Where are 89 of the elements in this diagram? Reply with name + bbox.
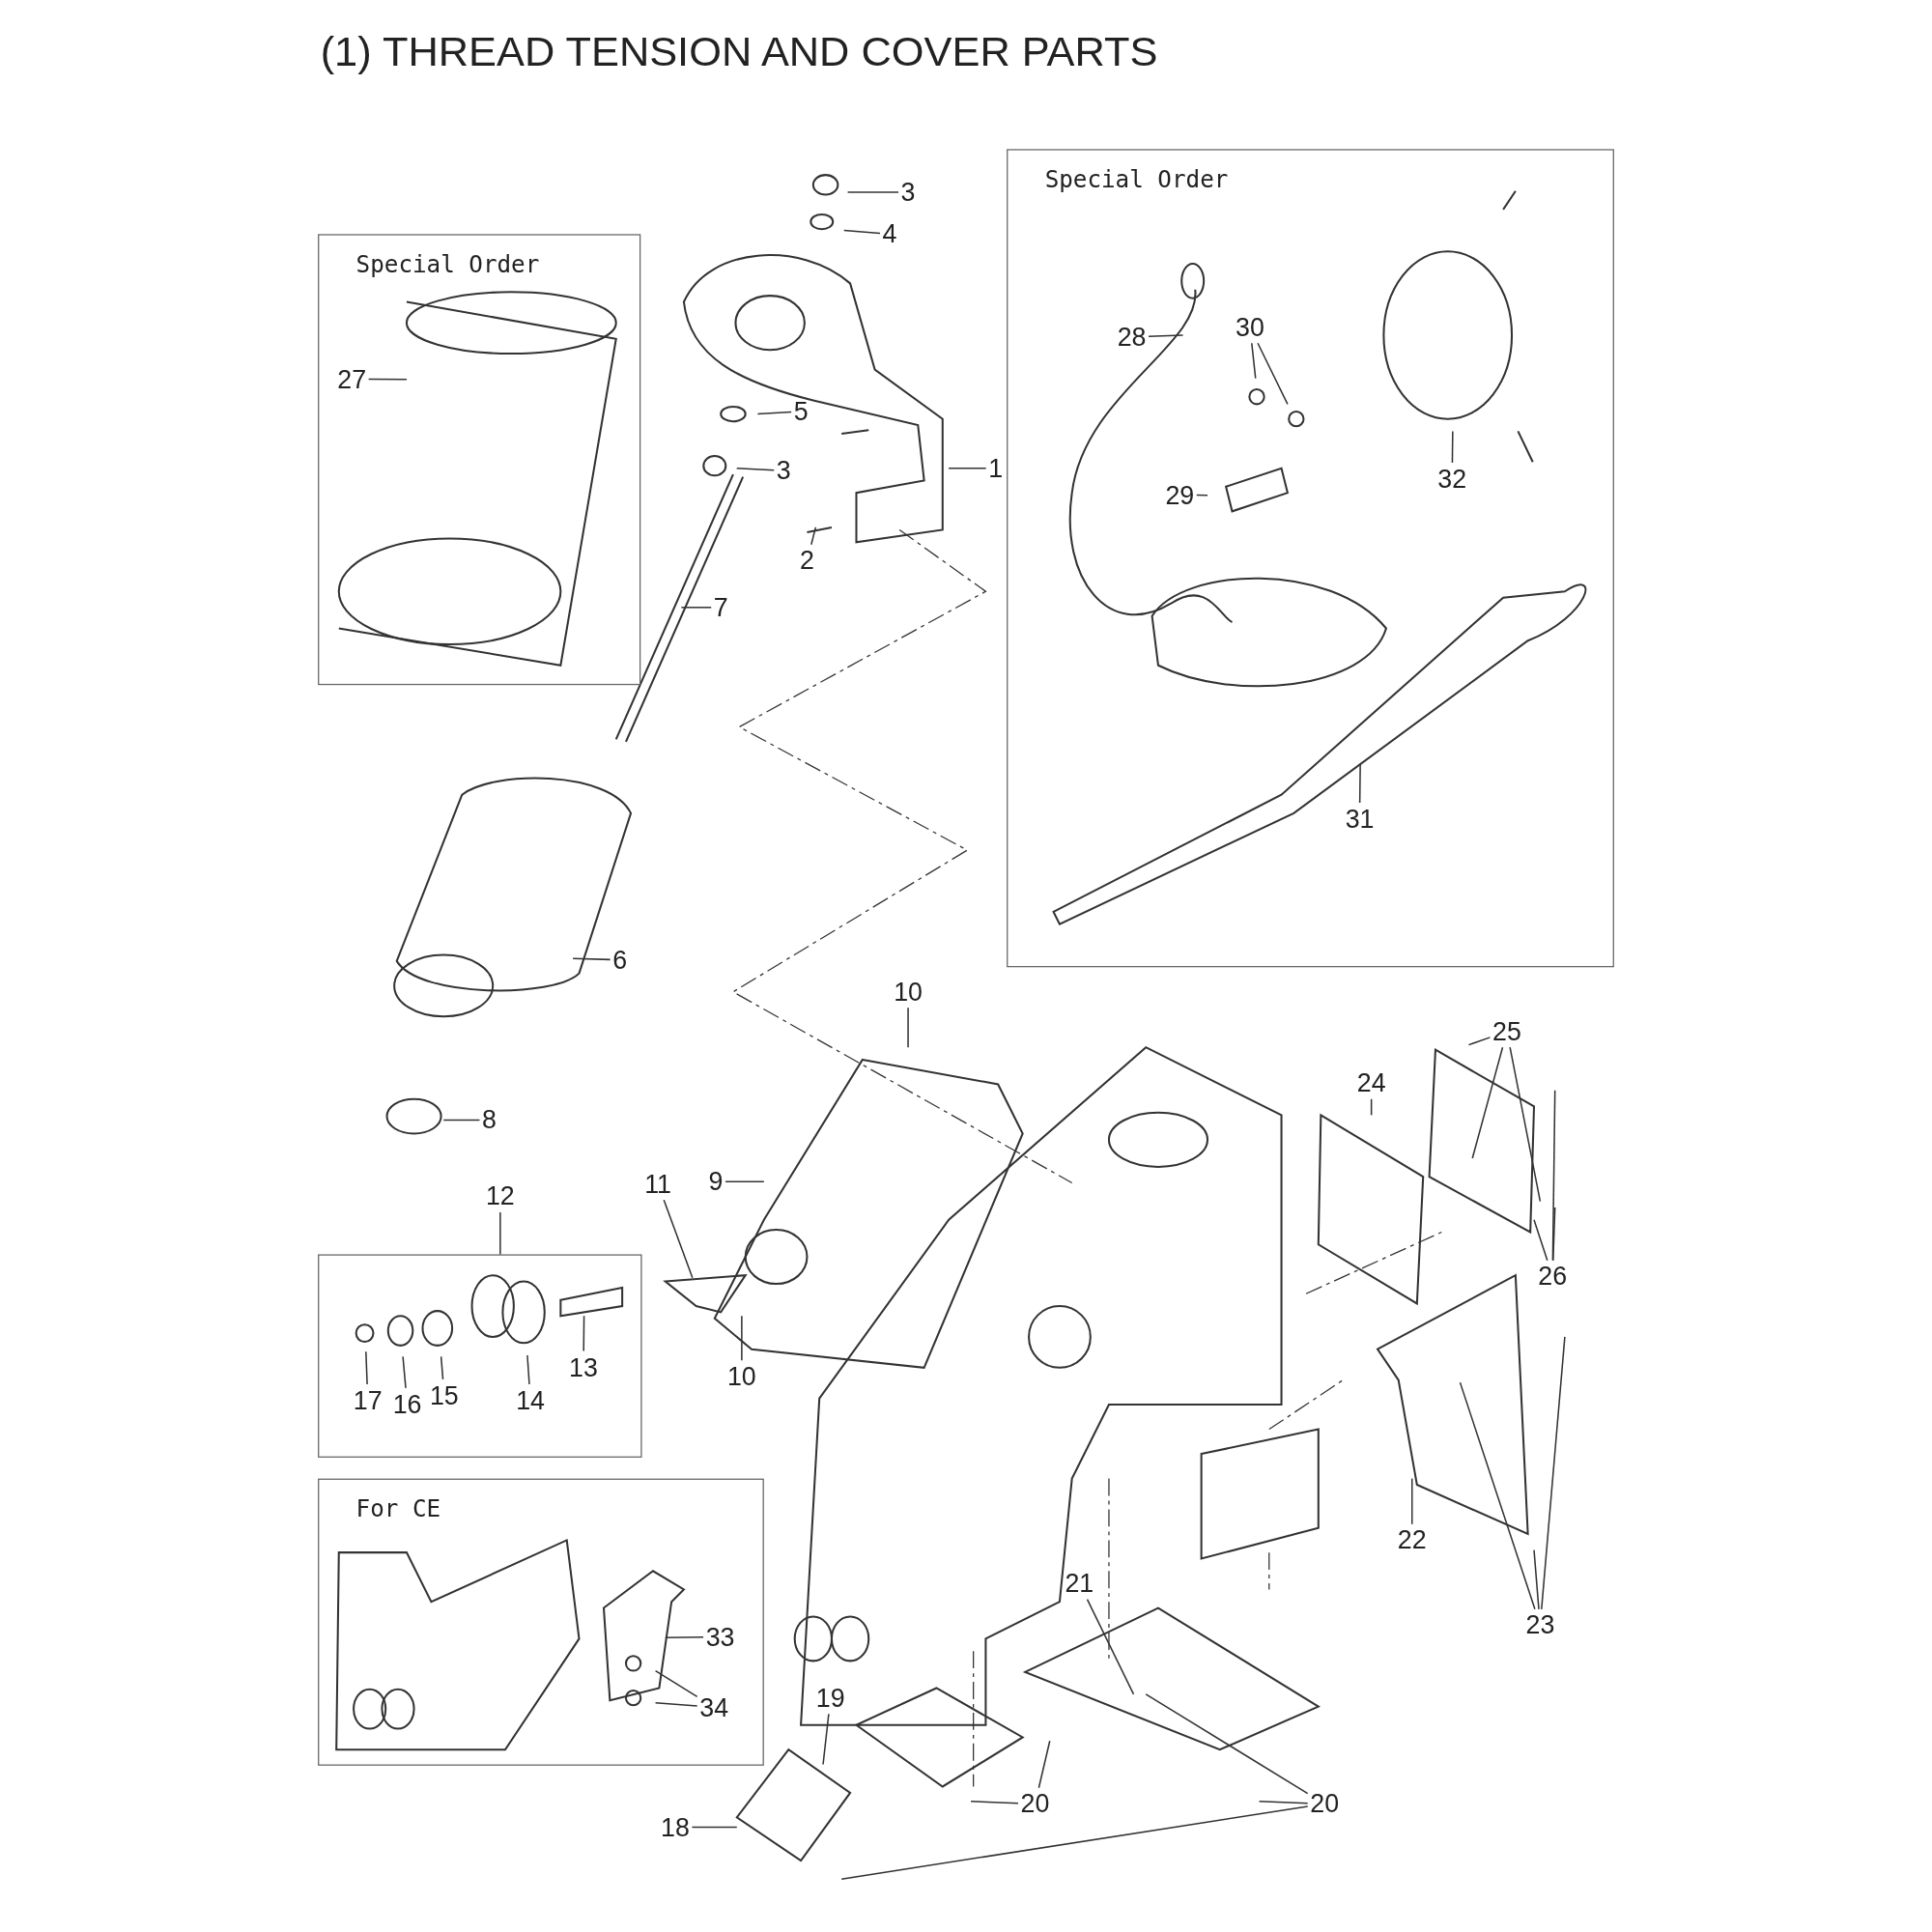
callout-number: 21	[1065, 1570, 1094, 1598]
leader-line	[367, 378, 408, 381]
leader-line	[1410, 1477, 1413, 1525]
leader-line	[1533, 1219, 1548, 1262]
leader-line	[1258, 1801, 1309, 1804]
leader-line	[1467, 1037, 1492, 1046]
callout-number: 6	[612, 946, 628, 974]
callout-number: 33	[705, 1623, 735, 1651]
callout-number: 24	[1356, 1069, 1386, 1097]
leader-line	[1145, 1693, 1309, 1795]
callout-number: 13	[569, 1353, 598, 1381]
leader-line	[1471, 1046, 1504, 1159]
callout-number: 34	[699, 1693, 729, 1721]
callout-number: 7	[713, 593, 728, 621]
callout-number: 25	[1492, 1017, 1521, 1045]
callout-number: 17	[353, 1386, 383, 1414]
callout-number: 9	[708, 1168, 724, 1196]
leader-line	[1257, 342, 1289, 406]
callout-number: 16	[392, 1390, 422, 1418]
group-title: For CE	[355, 1494, 441, 1522]
leader-line	[665, 1636, 704, 1638]
leader-line	[970, 1801, 1019, 1804]
page-title: (1) THREAD TENSION AND COVER PARTS	[320, 27, 1158, 75]
group-title: Special Order	[1044, 164, 1229, 192]
callout-number: 19	[815, 1684, 845, 1712]
callout-number: 31	[1345, 805, 1375, 833]
leader-line	[842, 229, 881, 235]
leader-line	[822, 1713, 830, 1766]
leader-line	[1086, 1598, 1135, 1695]
callout-number: 23	[1525, 1611, 1555, 1639]
callout-number: 15	[429, 1381, 459, 1409]
leader-line	[1451, 430, 1454, 464]
leader-line	[1541, 1336, 1566, 1610]
leader-line	[1037, 1740, 1051, 1789]
leader-line	[663, 1199, 694, 1279]
leader-line	[907, 1007, 909, 1048]
callout-number: 20	[1020, 1790, 1050, 1818]
leader-line	[680, 607, 712, 609]
callout-number: 5	[793, 398, 809, 426]
leader-line	[442, 1119, 481, 1122]
leader-line	[402, 1355, 407, 1389]
callout-number: 10	[726, 1362, 756, 1390]
leader-line	[526, 1354, 530, 1385]
callout-number: 3	[900, 178, 916, 206]
callout-number: 10	[894, 978, 923, 1006]
leader-line	[1552, 1207, 1556, 1262]
leader-line	[1251, 342, 1257, 380]
leader-line	[691, 1826, 738, 1829]
leader-line	[654, 1669, 698, 1698]
leader-line	[741, 1315, 743, 1361]
leader-line	[810, 526, 817, 546]
callout-number: 27	[337, 365, 367, 393]
leader-line	[948, 467, 987, 469]
leader-line	[440, 1355, 444, 1380]
leader-line	[724, 1180, 765, 1182]
leader-line	[1370, 1098, 1373, 1117]
leader-line	[654, 1702, 698, 1707]
leader-line	[1358, 763, 1361, 804]
callout-number: 12	[485, 1182, 515, 1210]
callout-number: 2	[800, 547, 814, 575]
callout-number: 3	[776, 457, 791, 485]
callout-number: 26	[1538, 1263, 1568, 1291]
leader-line	[736, 467, 776, 471]
callout-number: 1	[988, 454, 1004, 482]
leader-line	[756, 411, 792, 415]
group-frame	[318, 234, 641, 686]
callout-number: 20	[1310, 1790, 1340, 1818]
group-title: Special Order	[355, 249, 540, 277]
leader-line	[499, 1211, 501, 1256]
leader-line	[582, 1315, 585, 1352]
leader-line	[1196, 494, 1208, 497]
callout-number: 8	[481, 1106, 497, 1134]
leader-line	[846, 191, 899, 193]
leader-line	[572, 957, 611, 961]
leader-line	[1459, 1381, 1536, 1610]
leader-line	[1148, 334, 1184, 337]
callout-number: 22	[1397, 1526, 1427, 1554]
leader-line	[1533, 1548, 1540, 1610]
callout-number: 11	[644, 1170, 672, 1198]
callout-number: 4	[882, 220, 897, 248]
callout-number: 14	[516, 1386, 545, 1414]
callout-number: 29	[1165, 481, 1195, 509]
callout-number: 28	[1117, 323, 1147, 351]
callout-number: 32	[1437, 465, 1467, 493]
callout-number: 18	[661, 1813, 690, 1841]
leader-line	[1509, 1046, 1542, 1203]
leader-line	[365, 1350, 368, 1385]
leader-line	[840, 1805, 1309, 1880]
callout-number: 30	[1236, 313, 1264, 341]
